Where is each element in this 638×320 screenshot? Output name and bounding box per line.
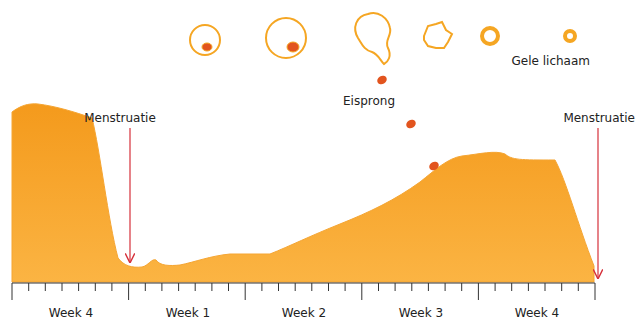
- axis-tick: [12, 283, 13, 300]
- axis-tick: [545, 283, 546, 291]
- corpus-luteum-label: Gele lichaam: [512, 54, 590, 68]
- week-label: Week 2: [282, 306, 326, 320]
- axis-tick: [345, 283, 346, 291]
- axis-tick: [595, 283, 596, 300]
- axis-tick: [28, 283, 29, 291]
- axis-tick: [445, 283, 446, 291]
- axis-tick: [78, 283, 79, 291]
- axis-tick: [395, 283, 396, 291]
- menstruation-label: Menstruatie: [84, 111, 156, 125]
- axis-tick: [411, 283, 412, 291]
- week-label: Week 1: [166, 306, 210, 320]
- menstruation-label: Menstruatie: [563, 111, 635, 125]
- axis-tick: [261, 283, 262, 291]
- axis-tick: [561, 283, 562, 291]
- axis-tick: [278, 283, 279, 291]
- week-label: Week 4: [49, 306, 93, 320]
- axis-tick: [328, 283, 329, 291]
- axis-tick: [245, 283, 246, 300]
- menstruation-arrows: [130, 128, 598, 278]
- axis-tick: [95, 283, 96, 291]
- axis-tick: [311, 283, 312, 291]
- axis-tick: [295, 283, 296, 291]
- axis-tick: [478, 283, 479, 300]
- axis-tick: [128, 283, 129, 300]
- hormone-curve: [12, 104, 594, 282]
- axis-tick: [145, 283, 146, 291]
- week-label: Week 4: [515, 306, 559, 320]
- axis-tick: [428, 283, 429, 291]
- egg-cells: [376, 74, 441, 172]
- axis-tick: [511, 283, 512, 291]
- axis-tick: [111, 283, 112, 291]
- axis-tick: [228, 283, 229, 291]
- axis-tick: [378, 283, 379, 291]
- axis-tick: [461, 283, 462, 291]
- axis-tick: [528, 283, 529, 291]
- axis-tick: [578, 283, 579, 291]
- ovulation-label: Eisprong: [343, 94, 395, 108]
- axis-tick: [62, 283, 63, 291]
- axis-tick: [495, 283, 496, 291]
- axis-ticks: [12, 283, 595, 300]
- axis-tick: [211, 283, 212, 291]
- axis-tick: [178, 283, 179, 291]
- axis-tick: [361, 283, 362, 300]
- axis-tick: [195, 283, 196, 291]
- axis: [12, 283, 595, 284]
- axis-tick: [45, 283, 46, 291]
- week-label: Week 3: [399, 306, 443, 320]
- axis-tick: [161, 283, 162, 291]
